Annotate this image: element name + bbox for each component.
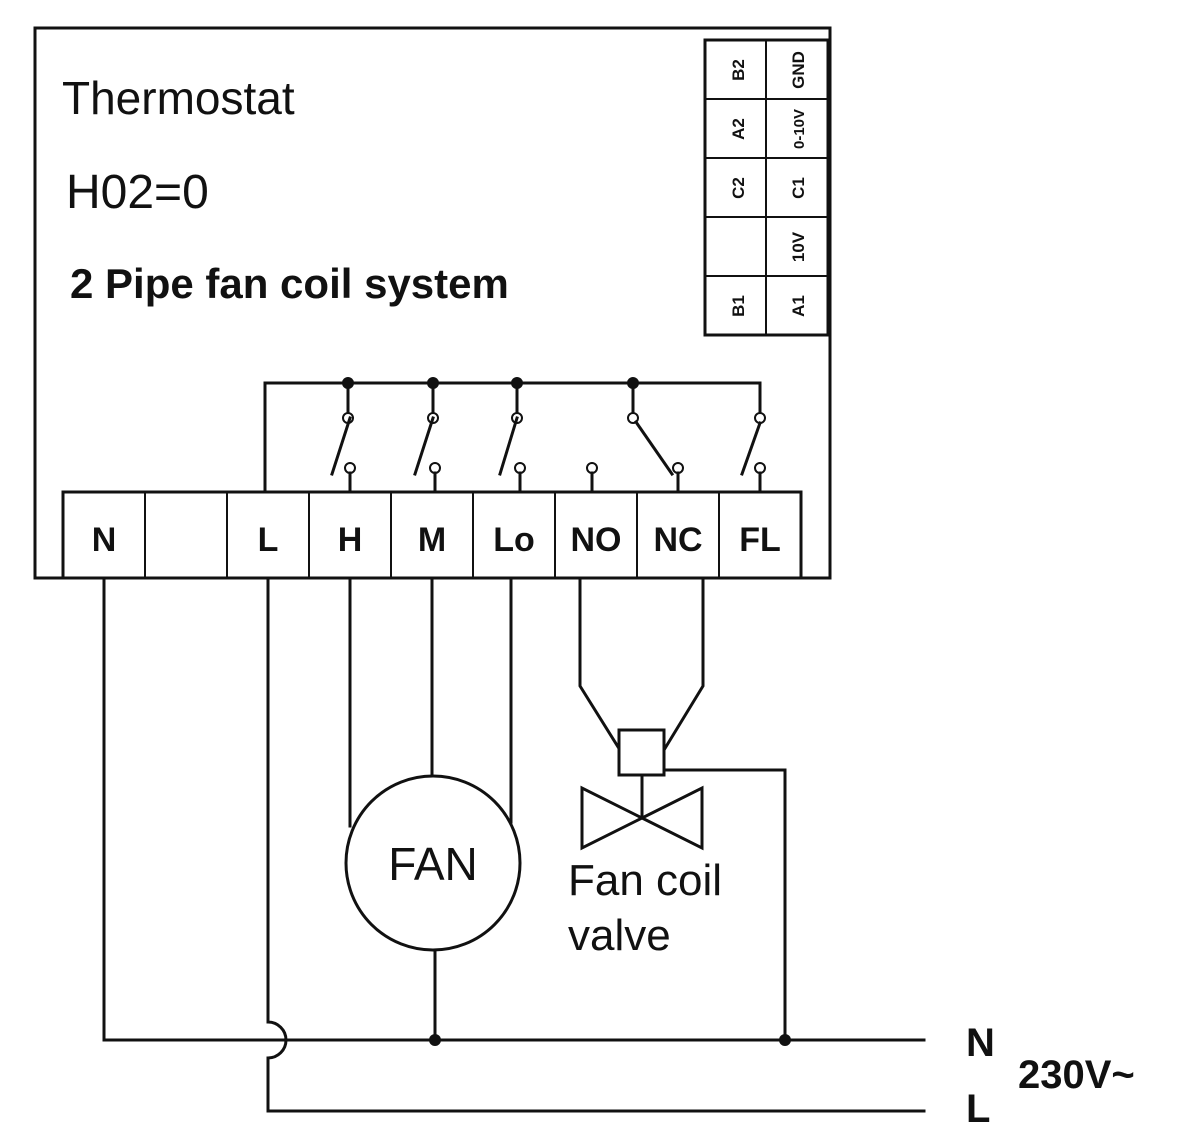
- valve-label-line1: Fan coil: [568, 856, 722, 905]
- fan-icon: [344, 774, 522, 952]
- neutral-wire: [102, 576, 926, 1042]
- supply-voltage-label: 230V~: [1018, 1053, 1135, 1097]
- valve-no-wire: [578, 576, 623, 753]
- terminal-lo: Lo: [493, 521, 535, 559]
- aux-label-10v: 10V: [789, 231, 808, 262]
- valve-neutral-junction: [779, 1034, 791, 1046]
- system-label: 2 Pipe fan coil system: [70, 260, 509, 307]
- aux-terminal-block: B2 A2 C2 B1 GND 0-10V C1 10V A1: [703, 38, 830, 337]
- external-wiring: [102, 576, 926, 1113]
- terminal-strip-frame: [61, 490, 803, 580]
- valve-label-line2: valve: [568, 911, 671, 960]
- valve-body-icon: [580, 785, 646, 851]
- supply-neutral-label: N: [966, 1021, 995, 1065]
- terminal-no: NO: [571, 521, 622, 559]
- valve-nc-wire: [661, 576, 705, 753]
- fan-neutral-junction: [429, 1034, 441, 1046]
- switch-fl-blade: [740, 421, 762, 476]
- setting-label: H02=0: [66, 166, 209, 219]
- valve-neutral-wire: [662, 768, 787, 1042]
- thermostat-housing: [33, 26, 832, 580]
- fan-label: FAN: [388, 838, 477, 890]
- terminal-n: N: [92, 521, 117, 559]
- terminal-m: M: [418, 521, 446, 559]
- aux-label-a1: A1: [789, 295, 808, 317]
- switch-valve-pivot: [627, 412, 639, 424]
- relay-contacts: [263, 377, 766, 494]
- switch-lo-blade: [498, 416, 519, 476]
- terminal-strip: N L H M Lo NO NC FL: [61, 490, 803, 580]
- aux-label-c2: C2: [729, 177, 748, 199]
- switch-h-blade: [330, 416, 352, 476]
- live-wire: [266, 576, 926, 1113]
- switch-valve-blade: [633, 419, 675, 477]
- valve-actuator-icon: [617, 728, 666, 777]
- terminal-l: L: [258, 521, 279, 559]
- aux-label-c1: C1: [789, 177, 808, 199]
- fan-motor: FAN: [344, 774, 522, 952]
- aux-label-b1: B1: [729, 295, 748, 317]
- aux-label-a2: A2: [729, 118, 748, 140]
- aux-label-b2: B2: [729, 59, 748, 81]
- thermostat-title: Thermostat: [62, 72, 295, 124]
- valve-body-icon: [638, 785, 704, 851]
- terminal-h: H: [338, 521, 363, 559]
- supply-live-label: L: [966, 1087, 990, 1131]
- switch-m-blade: [413, 416, 435, 476]
- power-supply: N L 230V~: [966, 1021, 1135, 1131]
- aux-label-0-10v: 0-10V: [791, 109, 808, 149]
- terminal-fl: FL: [739, 521, 781, 559]
- aux-label-gnd: GND: [789, 51, 808, 89]
- fan-coil-valve: Fan coil valve: [568, 728, 722, 960]
- terminal-nc: NC: [653, 521, 702, 559]
